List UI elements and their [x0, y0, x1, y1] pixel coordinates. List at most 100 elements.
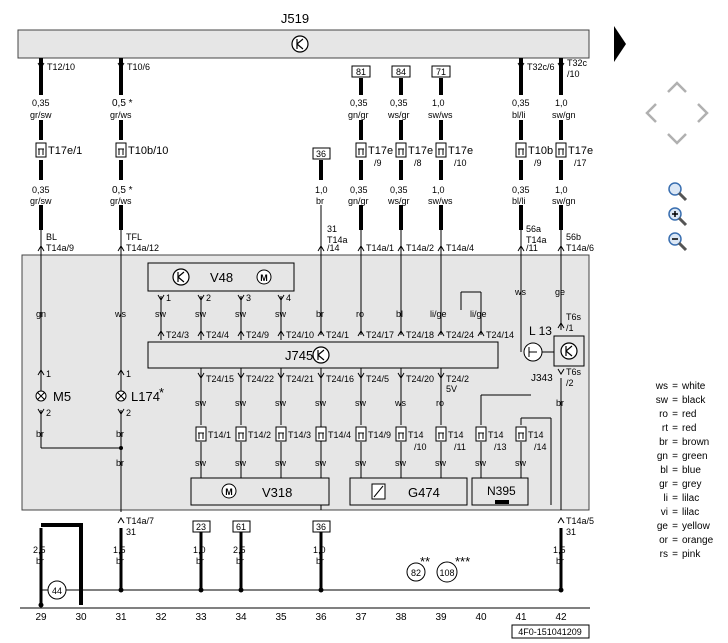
- svg-text:sw: sw: [315, 398, 327, 408]
- svg-text:gr/ws: gr/ws: [110, 110, 132, 120]
- pan-down-icon[interactable]: [666, 132, 688, 146]
- svg-text:1: 1: [126, 369, 131, 379]
- legend-code: ro: [659, 409, 668, 420]
- dashboard-panel: [21, 254, 590, 511]
- ground-wire-labels: 2,5 br 1,5 br 23 1,0 br 61 2,5 br 36 1,0…: [33, 520, 566, 566]
- j745-pins-top: T24/3 T24/4 T24/9 T24/10 T24/1 T24/17 T2…: [157, 330, 514, 340]
- legend-row: ws=white: [646, 380, 713, 394]
- svg-text:T14a/5: T14a/5: [566, 516, 594, 526]
- svg-text:82: 82: [411, 568, 421, 578]
- svg-text:56b: 56b: [566, 232, 581, 242]
- svg-text:br: br: [316, 309, 324, 319]
- svg-text:/8: /8: [414, 158, 422, 168]
- svg-text:T14: T14: [448, 430, 464, 440]
- svg-text:ws: ws: [394, 398, 406, 408]
- svg-text:33: 33: [195, 612, 207, 623]
- legend-equals: =: [672, 395, 678, 406]
- svg-text:M: M: [225, 487, 233, 497]
- svg-text:T17e: T17e: [368, 145, 393, 157]
- legend-row: br=brown: [646, 436, 713, 450]
- legend-name: red: [682, 423, 697, 434]
- svg-text:41: 41: [515, 612, 527, 623]
- svg-text:0,35: 0,35: [350, 185, 368, 195]
- svg-text:TFL: TFL: [126, 232, 142, 242]
- svg-text:71: 71: [436, 67, 446, 77]
- svg-text:1,5: 1,5: [553, 545, 566, 555]
- svg-text:5V: 5V: [446, 384, 457, 394]
- svg-text:T14: T14: [408, 430, 424, 440]
- svg-text:4: 4: [286, 293, 291, 303]
- svg-text:li/ge: li/ge: [470, 309, 487, 319]
- component-n395: N395: [471, 477, 529, 506]
- zoom-search-icon[interactable]: [666, 180, 688, 202]
- bulb-m5: 1 M5 2 br: [35, 369, 71, 439]
- legend-code: rs: [659, 549, 668, 560]
- pan-up-icon[interactable]: [666, 80, 688, 94]
- svg-text:sw: sw: [235, 398, 247, 408]
- zoom-in-icon[interactable]: [666, 205, 688, 227]
- svg-text:T24/4: T24/4: [206, 330, 229, 340]
- svg-text:**: **: [420, 554, 430, 569]
- legend-equals: =: [672, 507, 678, 518]
- svg-text:T24/14: T24/14: [486, 330, 514, 340]
- svg-text:T24/3: T24/3: [166, 330, 189, 340]
- svg-text:108: 108: [439, 568, 454, 578]
- image-code: 4F0-151041209: [518, 627, 582, 637]
- wire-color-labels-upper: gn ws sw sw sw sw br ro bl li/ge li/ge w…: [36, 287, 565, 319]
- svg-text:T24/2: T24/2: [446, 374, 469, 384]
- svg-text:T10b/10: T10b/10: [128, 145, 168, 157]
- svg-text:1,5: 1,5: [113, 545, 126, 555]
- module-title-j519: J519: [281, 11, 309, 26]
- legend-equals: =: [672, 465, 678, 476]
- svg-text:1: 1: [46, 369, 51, 379]
- svg-text:2: 2: [206, 293, 211, 303]
- svg-text:sw: sw: [315, 458, 327, 468]
- connector-col31: T10/6 0,5 * gr/ws T10b/10 0,5 * gr/ws TF…: [110, 62, 168, 253]
- svg-text:0,5 *: 0,5 *: [112, 185, 133, 196]
- svg-text:23: 23: [196, 522, 206, 532]
- svg-text:T17e: T17e: [408, 145, 433, 157]
- svg-text:T6s: T6s: [566, 312, 582, 322]
- svg-text:sw/gn: sw/gn: [552, 110, 576, 120]
- svg-text:J343: J343: [531, 373, 553, 384]
- svg-text:56a: 56a: [526, 224, 541, 234]
- legend-name: pink: [682, 549, 701, 560]
- svg-text:32: 32: [155, 612, 167, 623]
- pan-left-icon[interactable]: [644, 102, 658, 124]
- legend-row: vi=lilac: [646, 506, 713, 520]
- control-unit-symbol-j519: [291, 35, 309, 53]
- connector-col37: 81 0,35 gn/gr T17e /9 0,35 gn/gr T14a/1: [348, 65, 394, 253]
- svg-text:ge: ge: [555, 287, 565, 297]
- legend-row: gr=grey: [646, 478, 713, 492]
- svg-text:T14/9: T14/9: [368, 430, 391, 440]
- svg-text:ro: ro: [436, 398, 444, 408]
- svg-text:T14/3: T14/3: [288, 430, 311, 440]
- svg-text:sw: sw: [155, 309, 167, 319]
- legend-name: black: [682, 395, 706, 406]
- pan-right-icon[interactable]: [696, 102, 710, 124]
- legend-row: sw=black: [646, 394, 713, 408]
- svg-text:T14: T14: [528, 430, 544, 440]
- svg-text:36: 36: [315, 612, 327, 623]
- svg-text:34: 34: [235, 612, 247, 623]
- svg-text:T14a/6: T14a/6: [566, 243, 594, 253]
- svg-text:2,5: 2,5: [33, 545, 46, 555]
- svg-text:li/ge: li/ge: [430, 309, 447, 319]
- j745-pins-bottom: T24/15 T24/22 T24/21 T24/16 T24/5 T24/20…: [197, 372, 469, 394]
- zoom-out-icon[interactable]: [666, 230, 688, 252]
- svg-text:T10b: T10b: [528, 145, 553, 157]
- svg-text:sw/gn: sw/gn: [552, 196, 576, 206]
- legend-code: ws: [655, 381, 668, 392]
- legend-code: li: [663, 493, 668, 504]
- legend-name: green: [682, 451, 708, 462]
- svg-text:/1: /1: [566, 323, 574, 333]
- svg-text:br: br: [116, 458, 124, 468]
- svg-text:0,35: 0,35: [390, 185, 408, 195]
- next-page-icon[interactable]: [612, 24, 628, 64]
- svg-text:M: M: [260, 273, 268, 283]
- legend-row: ge=yellow: [646, 520, 713, 534]
- svg-text:bl/li: bl/li: [512, 110, 526, 120]
- svg-text:31: 31: [126, 527, 136, 537]
- bulb-l174: 1 L174 * 2 br br: [115, 369, 164, 468]
- svg-text:gr/sw: gr/sw: [30, 110, 52, 120]
